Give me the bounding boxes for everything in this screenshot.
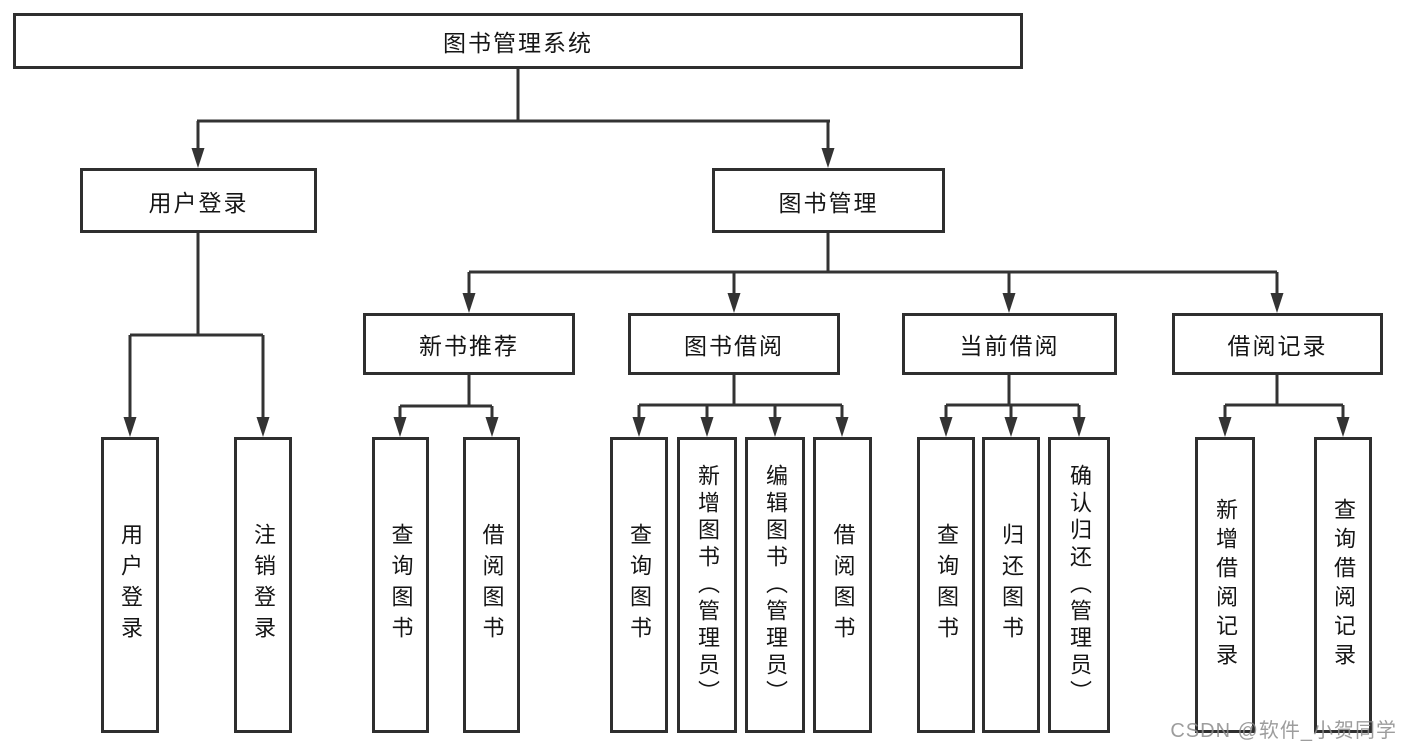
connector-book-borrow-children <box>632 375 849 437</box>
watermark-text: CSDN @软件_小贺同学 <box>1170 720 1397 742</box>
connector-new-book-rec-children <box>393 375 499 437</box>
connector-borrow-record-children <box>1218 375 1350 437</box>
leaf-br-query-record: 查询借阅记录 <box>1314 437 1372 733</box>
node-book-borrow: 图书借阅 <box>628 313 840 375</box>
leaf-bb-add-books-admin: 新增图书（管理员） <box>677 437 737 733</box>
connector-root-to-level2 <box>191 69 835 168</box>
node-new-book-recommend: 新书推荐 <box>363 313 575 375</box>
leaf-logout: 注销登录 <box>234 437 292 733</box>
node-borrow-record: 借阅记录 <box>1172 313 1383 375</box>
leaf-rec-query-books: 查询图书 <box>372 437 429 733</box>
leaf-rec-borrow-books: 借阅图书 <box>463 437 520 733</box>
connector-user-login-children <box>123 233 270 437</box>
connector-current-borrow-children <box>939 375 1086 437</box>
node-user-login: 用户登录 <box>80 168 317 233</box>
leaf-cb-query-books: 查询图书 <box>917 437 975 733</box>
node-book-management: 图书管理 <box>712 168 945 233</box>
leaf-bb-query-books: 查询图书 <box>610 437 668 733</box>
node-current-borrow: 当前借阅 <box>902 313 1117 375</box>
leaf-cb-return-books: 归还图书 <box>982 437 1040 733</box>
leaf-bb-borrow-books: 借阅图书 <box>813 437 872 733</box>
leaf-bb-edit-books-admin: 编辑图书（管理员） <box>745 437 805 733</box>
leaf-user-login: 用户登录 <box>101 437 159 733</box>
connector-book-mgmt-children <box>462 233 1284 313</box>
leaf-cb-confirm-return-admin: 确认归还（管理员） <box>1048 437 1110 733</box>
node-root: 图书管理系统 <box>13 13 1023 69</box>
leaf-br-add-record: 新增借阅记录 <box>1195 437 1255 733</box>
